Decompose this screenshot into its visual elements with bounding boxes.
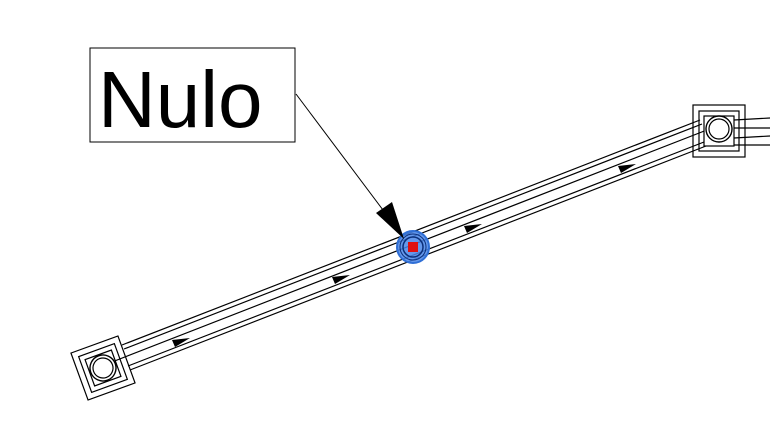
flow-direction-arrow-icon xyxy=(618,164,636,173)
manhole-cover-inner xyxy=(708,118,730,140)
flow-direction-arrow-icon xyxy=(172,338,190,347)
flow-direction-arrow-icon xyxy=(332,275,350,284)
leader-arrowhead xyxy=(376,202,404,239)
left-node[interactable] xyxy=(70,335,136,401)
flow-arrows xyxy=(172,164,636,347)
selection-ring-outer xyxy=(399,233,427,261)
square-manhole-inner xyxy=(698,110,740,152)
selection-grip-square xyxy=(408,242,418,252)
square-manhole-inner xyxy=(77,342,129,394)
manhole-cover-inner xyxy=(92,357,114,379)
square-manhole-icon xyxy=(70,335,136,401)
label-text: Nulo xyxy=(98,55,263,144)
label-box xyxy=(89,47,296,143)
annotation-label[interactable]: Nulo xyxy=(89,47,296,144)
leader xyxy=(295,93,404,239)
square-manhole-icon xyxy=(692,104,746,158)
right-node[interactable] xyxy=(692,104,746,158)
manhole-cover xyxy=(705,115,733,143)
manhole-cover xyxy=(89,354,117,382)
flow-direction-arrow-icon xyxy=(464,224,482,233)
selection-ring xyxy=(402,236,424,258)
pipe-stub-right xyxy=(733,117,770,146)
selection-grip-icon[interactable] xyxy=(396,230,430,264)
leader-line xyxy=(295,93,396,227)
